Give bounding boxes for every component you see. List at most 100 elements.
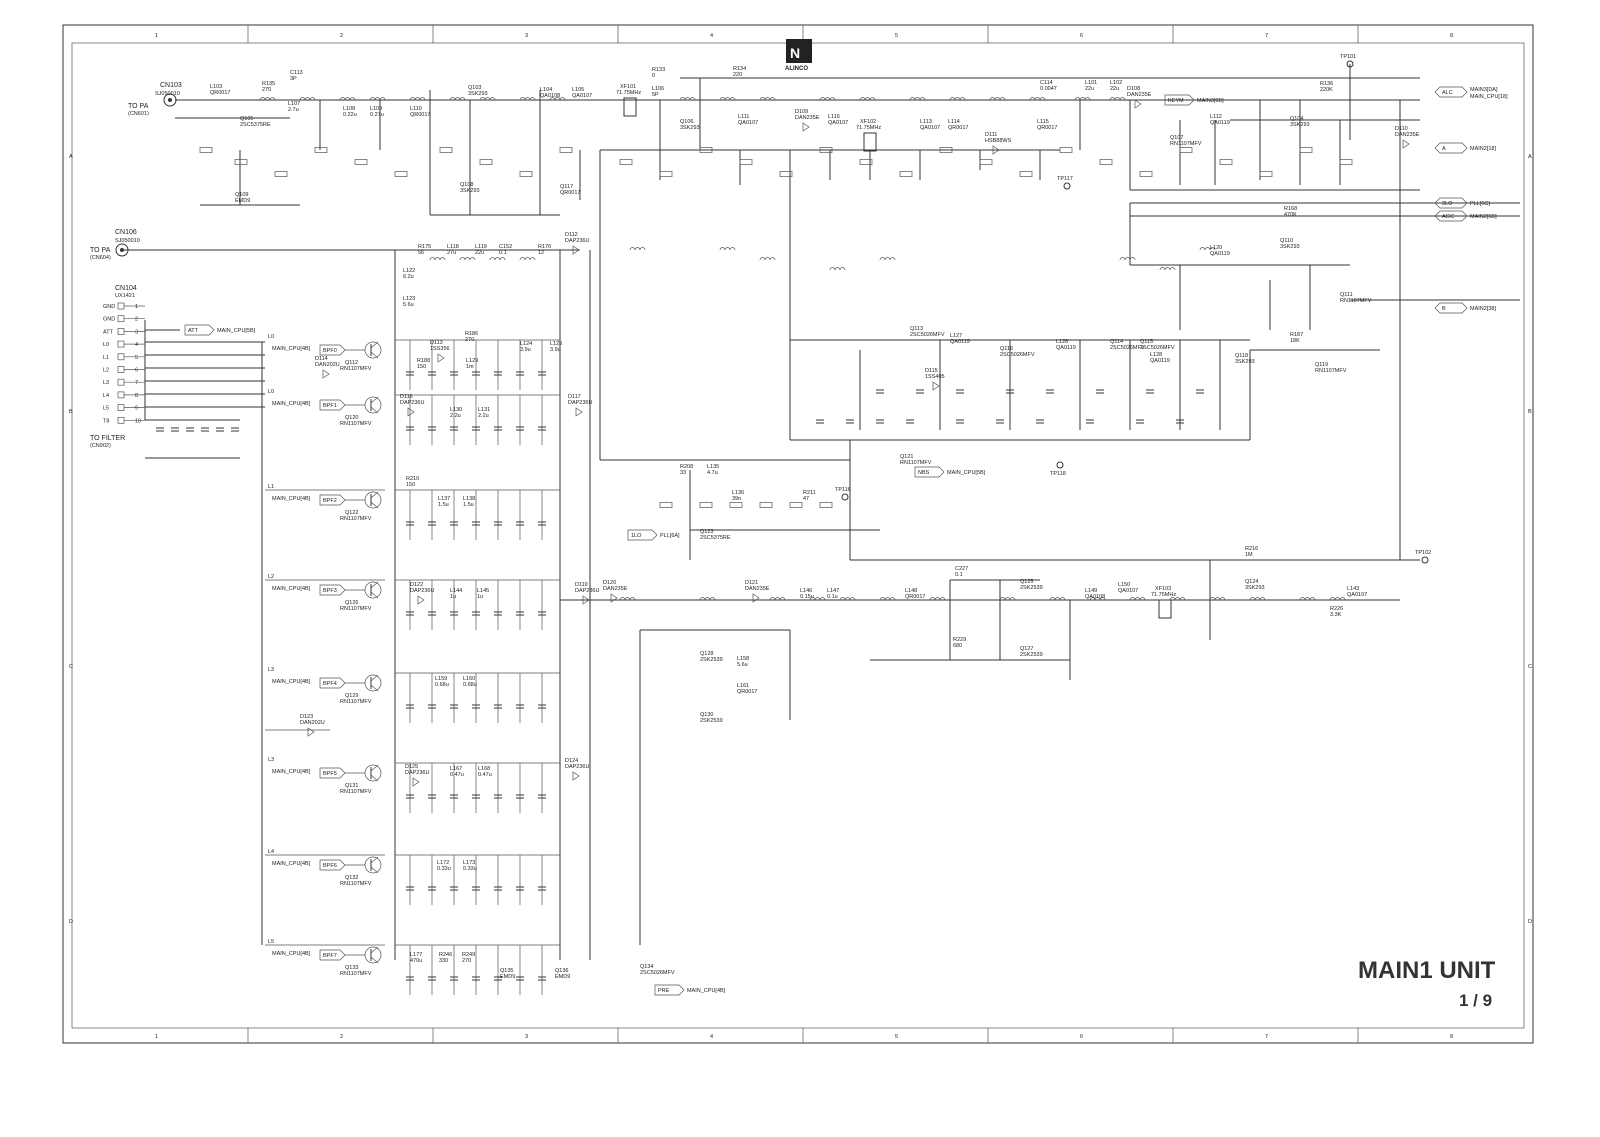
bpf-filter-rows: MAIN_CPU[4B]BPF0Q112RN1107MFVL0MAIN_CPU[…	[268, 334, 560, 995]
bpf-line-name: L1	[268, 484, 274, 490]
passive-ref: R168	[1284, 206, 1297, 212]
test-point-symbol	[1056, 461, 1064, 469]
inductor-symbol	[929, 597, 946, 601]
passive-ref: L119	[475, 244, 487, 250]
capacitor-symbol	[1086, 419, 1094, 424]
outer-frame	[62, 24, 1534, 1044]
cn103-dest2: (CN601)	[128, 111, 149, 117]
passive-ref: L105	[572, 87, 584, 93]
resistor-symbol	[199, 147, 213, 153]
bpf-transistor-ref: Q126	[345, 600, 358, 606]
inductor-symbol	[859, 97, 876, 101]
transistor-part: 2SC5026MFV	[1000, 352, 1035, 358]
resistor-symbol	[1139, 171, 1153, 177]
test-point-label: TP116	[835, 487, 851, 493]
passive-ref: L146	[800, 588, 812, 594]
resistor-symbol	[1299, 147, 1313, 153]
passive-value: 0.1	[499, 250, 507, 256]
passive-value: 5.6u	[403, 302, 414, 308]
resistor-symbol	[819, 502, 833, 508]
passive-ref: R175	[418, 244, 431, 250]
resistor-symbol	[1099, 159, 1113, 165]
transistor-ref: Q107	[1170, 135, 1183, 141]
grid-col-top: 1	[155, 33, 158, 39]
capacitor-symbol	[906, 419, 914, 424]
cn104-pin-label: L1	[103, 355, 109, 361]
bpf-source: MAIN_CPU[4B]	[272, 861, 311, 867]
resistor-symbol	[659, 502, 673, 508]
inductor-symbol	[949, 97, 966, 101]
inline-tag-dest: MAIN3[6B]	[1197, 98, 1224, 104]
transistor-ref: Q130	[700, 712, 713, 718]
passive-value: 56	[418, 250, 424, 256]
cn104-ref: CN104	[115, 285, 137, 292]
diode-part: DAN235E	[603, 586, 628, 592]
passive-ref: L112	[1210, 114, 1222, 120]
resistor-symbol	[859, 159, 873, 165]
signal-tag-text: 2LO	[1442, 201, 1453, 207]
bpf-tag-text: BPF5	[323, 771, 337, 777]
transistor-part: EMD9	[500, 974, 515, 980]
transistor-part: 3SK293	[1235, 359, 1255, 365]
transistor-ref: Q125	[1020, 579, 1033, 585]
passive-value: QA0107	[1118, 588, 1138, 594]
capacitor-symbol	[156, 427, 164, 432]
transistor-ref: Q124	[1245, 579, 1258, 585]
test-point-label: TP102	[1415, 550, 1431, 556]
pin-pad	[117, 353, 125, 361]
passive-ref: L138	[463, 496, 475, 502]
diode-part: 1SS356	[430, 346, 450, 352]
passive-value: QA0119	[1056, 345, 1076, 351]
signal-dest2: MAIN_CPU[18]	[1470, 94, 1508, 100]
bpf-transistor-part: RN1107MFV	[340, 366, 372, 372]
transistor-ref: Q110	[1280, 238, 1293, 244]
inductor-symbol	[489, 257, 506, 261]
inductor-symbol	[519, 97, 536, 101]
transistor-ref: Q127	[1020, 646, 1033, 652]
test-point-symbol	[841, 493, 849, 501]
inductor-symbol	[619, 597, 636, 601]
passive-value: QR0017	[905, 594, 926, 600]
diode-part: DAP236U	[575, 588, 599, 594]
transistor-part: 2SC5026MFV	[1110, 345, 1145, 351]
resistor-symbol	[739, 159, 753, 165]
passive-value: 1u	[450, 594, 456, 600]
transistor-ref: Q136	[555, 968, 568, 974]
capacitor-symbol	[956, 389, 964, 394]
pin-pad	[117, 391, 125, 399]
pin-pad	[117, 404, 125, 411]
inductor-symbol	[1049, 597, 1066, 601]
svg-text:N: N	[790, 45, 800, 61]
transistor-symbol	[364, 764, 382, 782]
passive-value: 1u	[477, 594, 483, 600]
bpf-tag-text: BPF3	[323, 588, 337, 594]
inductor-symbol	[1209, 597, 1226, 601]
inductor-symbol	[549, 97, 566, 101]
bpf-transistor-ref: Q133	[345, 965, 358, 971]
bpf-line-name: L4	[268, 849, 274, 855]
passive-ref: R249	[462, 952, 475, 958]
passive-value: 1M	[1245, 552, 1253, 558]
logo-text: ALINCO	[785, 66, 808, 72]
resistor-symbol	[234, 159, 248, 165]
cn106-jack: CN106 SJ050010 TO PA (CN604)	[90, 229, 140, 261]
